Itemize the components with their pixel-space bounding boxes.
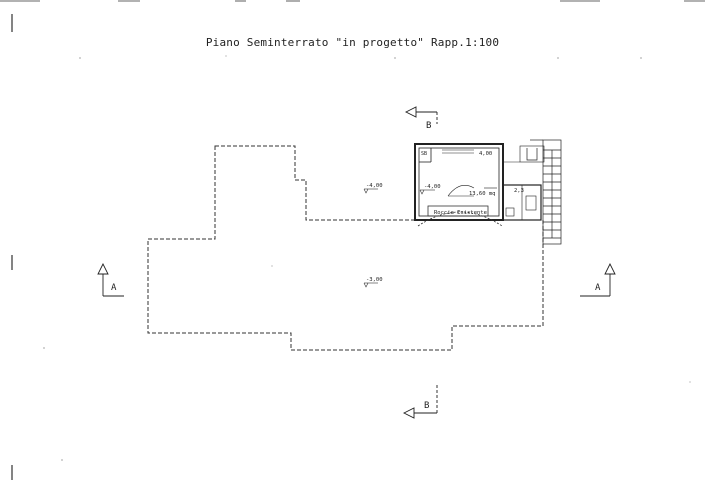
rock-area (417, 205, 503, 227)
scan-dust (43, 55, 691, 461)
service-block (502, 145, 545, 221)
level-marker-room (419, 189, 435, 195)
drawing-title: Piano Seminterrato "in progetto" Rapp.1:… (205, 36, 500, 49)
dimension-small: 2,3 (514, 188, 524, 194)
section-mark-a-right (580, 262, 616, 297)
sheet-marks (0, 0, 705, 480)
rock-label: Roccia Esistente (434, 210, 487, 216)
level-marker-main (363, 282, 378, 288)
section-a-left-label: A (111, 283, 117, 293)
section-a-right-label: A (595, 283, 601, 293)
section-mark-a-left (97, 262, 124, 297)
level-marker-upper (363, 188, 378, 194)
level-room: -4,00 (424, 184, 441, 190)
section-mark-b-top (404, 106, 438, 124)
mark-sb: SB (421, 151, 427, 157)
section-b-top-label: B (426, 121, 431, 131)
basement-outline (147, 145, 544, 351)
level-upper: -4,00 (366, 183, 383, 189)
level-main: -3,00 (366, 277, 383, 283)
dimension-top: 4,00 (479, 151, 492, 157)
section-b-bottom-label: B (424, 401, 429, 411)
room-area: 13,60 mq (469, 191, 496, 197)
section-mark-b-bottom (402, 385, 438, 419)
staircase (526, 139, 562, 245)
